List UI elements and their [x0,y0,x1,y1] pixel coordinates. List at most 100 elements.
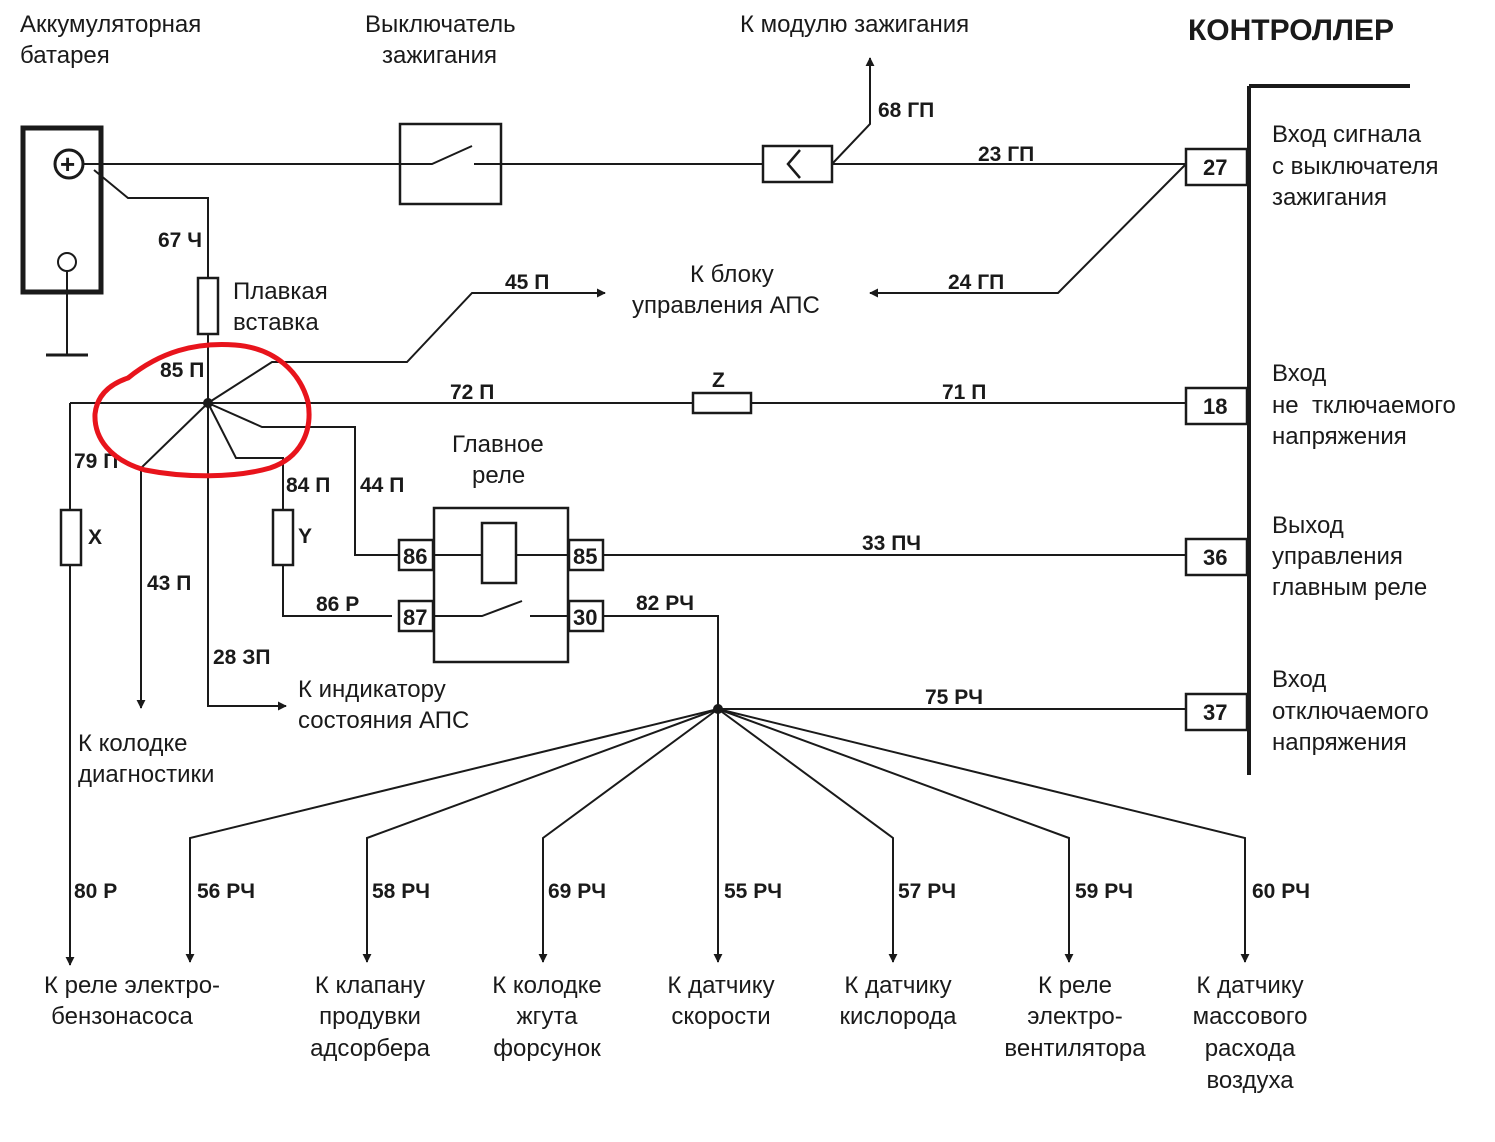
svg-text:бензонасоса: бензонасоса [51,1003,193,1030]
fuse-z-label: Z [712,369,725,392]
bottom-label-speed-sensor: К датчику скорости [667,972,774,1030]
diag-connector-label-line2: диагностики [78,761,214,788]
svg-text:продувки: продувки [319,1003,421,1030]
svg-text:К реле электро-: К реле электро- [44,972,220,999]
fuse-link-label-line1: Плавкая [233,278,328,305]
svg-text:Вход сигнала: Вход сигнала [1272,121,1422,148]
wire-label-82: 82 РЧ [636,592,694,615]
svg-text:напряжения: напряжения [1272,423,1407,450]
diagram-title: КОНТРОЛЛЕР [1188,14,1394,47]
ignition-module-label: К модулю зажигания [740,11,969,38]
relay-pin-87: 87 [397,599,435,633]
svg-text:расхода: расхода [1205,1035,1296,1062]
fuse-y [271,508,295,567]
svg-text:К датчику: К датчику [844,972,951,999]
svg-text:главным реле: главным реле [1272,574,1427,601]
svg-text:напряжения: напряжения [1272,729,1407,756]
svg-text:отключаемого: отключаемого [1272,698,1429,725]
main-relay-label-line2: реле [472,462,525,489]
wire-label-23: 23 ГП [978,143,1034,166]
controller-bus [1247,84,1410,775]
svg-text:Вход: Вход [1272,666,1326,693]
bottom-label-canister-valve: К клапану продувки адсорбера [310,972,430,1062]
svg-text:К реле: К реле [1038,972,1112,999]
bottom-label-fuel-pump: К реле электро- бензонасоса [44,972,220,1030]
wire-label-58: 58 РЧ [372,880,430,903]
battery: + [20,125,104,357]
main-relay-label-line1: Главное [452,431,544,458]
wire-label-56: 56 РЧ [197,880,255,903]
fuse-y-label: Y [298,525,312,548]
fuse-z [691,391,753,415]
wire-label-86: 86 Р [316,593,359,616]
relay-pin-30: 30 [567,599,605,633]
svg-text:воздуха: воздуха [1206,1067,1294,1094]
wire-label-71: 71 П [942,381,986,404]
fanout-wires [185,708,1250,963]
fanout-junction [713,704,723,714]
hub-wires [65,288,1186,966]
controller-pin-27-label: Вход сигнала с выключателя зажигания [1272,121,1439,211]
controller-pin-18: 18 [1184,386,1249,426]
relay-coil [480,521,518,585]
relay-output-wires [603,554,1186,710]
fuse-link-label-line2: вставка [233,309,319,336]
svg-text:К датчику: К датчику [667,972,774,999]
wire-label-33: 33 ПЧ [862,532,921,555]
top-wires [83,57,1187,403]
svg-text:18: 18 [1203,394,1227,419]
svg-text:управления: управления [1272,543,1403,570]
wire-label-79: 79 П [74,450,118,473]
svg-text:36: 36 [1203,545,1227,570]
svg-text:адсорбера: адсорбера [310,1035,430,1062]
bottom-label-fan-relay: К реле электро- вентилятора [1004,972,1146,1062]
wire-label-67: 67 Ч [158,229,202,252]
battery-plus-icon: + [60,149,75,179]
ignition-switch [398,122,503,206]
svg-text:форсунок: форсунок [493,1035,601,1062]
svg-text:Выход: Выход [1272,512,1344,539]
main-relay [432,506,570,664]
controller-pin-36: 36 [1184,537,1249,577]
controller-pin-37: 37 [1184,692,1249,732]
wire-label-28: 28 ЗП [213,646,270,669]
svg-text:скорости: скорости [671,1003,770,1030]
bottom-label-oxygen-sensor: К датчику кислорода [839,972,957,1030]
fuse-x [59,508,83,567]
wire-label-69: 69 РЧ [548,880,606,903]
svg-text:с выключателя: с выключателя [1272,153,1439,180]
fuse-x-label: X [88,526,102,549]
wire-label-84: 84 П [286,474,330,497]
wire-label-44: 44 П [360,474,404,497]
wire-label-85: 85 П [160,359,204,382]
svg-text:К колодке: К колодке [492,972,601,999]
svg-text:30: 30 [573,605,597,630]
fuse-link [196,276,220,336]
svg-text:87: 87 [403,605,427,630]
controller-pin-18-label: Вход не тключаемого напряжения [1272,360,1456,450]
battery-label-line1: Аккумуляторная [20,11,201,38]
wire-label-75: 75 РЧ [925,686,983,709]
wire-label-57: 57 РЧ [898,880,956,903]
wire-label-72: 72 П [450,381,494,404]
svg-text:37: 37 [1203,700,1227,725]
aps-indicator-label-line1: К индикатору [298,676,446,703]
svg-text:86: 86 [403,544,427,569]
svg-text:К клапану: К клапану [315,972,425,999]
wire-label-68: 68 ГП [878,99,934,122]
aps-indicator-label-line2: состояния АПС [298,707,469,734]
svg-text:вентилятора: вентилятора [1004,1035,1146,1062]
wire-label-55: 55 РЧ [724,880,782,903]
wire-label-59: 59 РЧ [1075,880,1133,903]
svg-text:27: 27 [1203,155,1227,180]
connector-icon [761,144,834,184]
svg-text:К датчику: К датчику [1196,972,1303,999]
aps-block-label-line1: К блоку [690,261,774,288]
svg-text:жгута: жгута [517,1003,579,1030]
hub-junction [203,398,213,408]
svg-text:массового: массового [1193,1003,1308,1030]
wire-label-43: 43 П [147,572,191,595]
battery-label-line2: батарея [20,42,110,69]
svg-text:зажигания: зажигания [1272,184,1387,211]
ignition-switch-label-line2: зажигания [382,42,497,69]
